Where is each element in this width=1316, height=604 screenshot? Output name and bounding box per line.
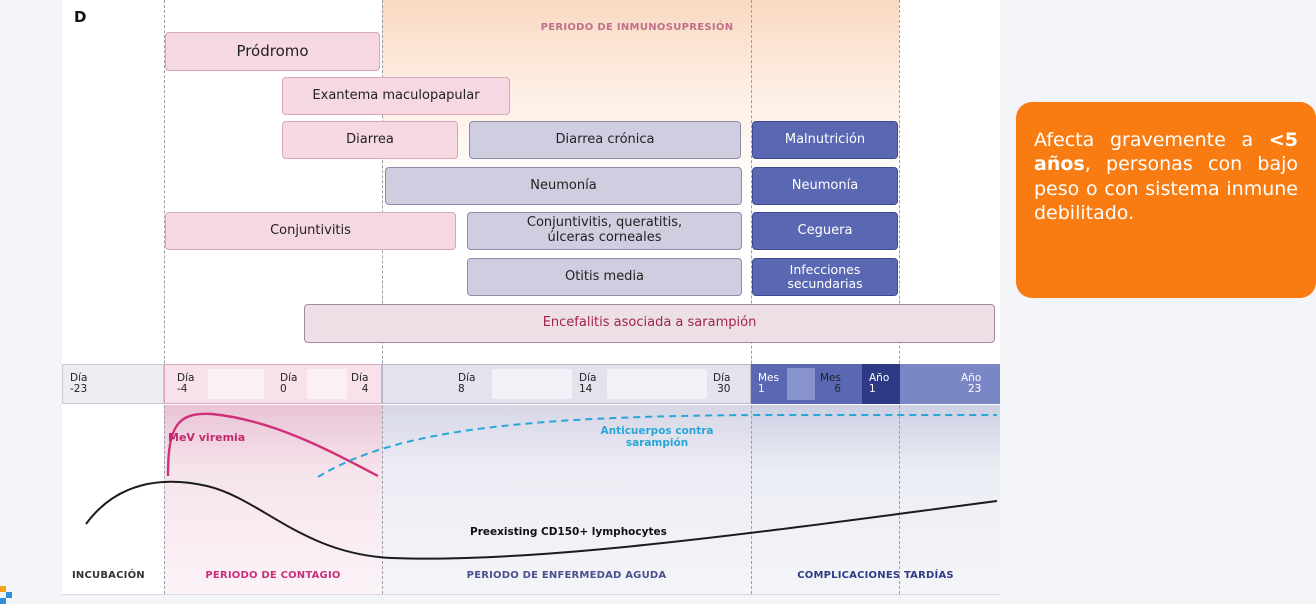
- timeline-seg-aguda-light: [492, 369, 572, 399]
- conjuntivitis-queratitis-line2: úlceras corneales: [547, 230, 662, 245]
- timeline-seg-contagio-light2: [307, 369, 347, 399]
- immunosuppression-title: PERIODO DE INMUNOSUPRESIÓN: [540, 22, 734, 33]
- contagion-band: [164, 405, 382, 594]
- timeline-seg-year23: [900, 364, 1000, 404]
- infecciones-box: Infecciones secundarias: [752, 258, 898, 296]
- lymphocyte-curve: [85, 480, 998, 560]
- lymphocytes-label: Preexisting CD150+ lymphocytes: [470, 526, 667, 538]
- infecciones-line1: Infecciones: [789, 261, 861, 277]
- corner-logo-icon: [0, 586, 12, 604]
- callout-text-post: , personas con bajo peso o con sistema i…: [1034, 153, 1298, 224]
- phase-aguda: PERIODO DE ENFERMEDAD AGUDA: [466, 570, 667, 581]
- viremia-curve: [166, 412, 379, 478]
- timeline-seg-incubacion: [62, 364, 164, 404]
- timeline-seg-tardias-light: [787, 368, 815, 400]
- anticuerpos-label-line2: sarampión: [625, 437, 689, 450]
- neumonia-box: Neumonía: [385, 167, 742, 205]
- conjuntivitis-queratitis-line1: Conjuntivitis, queratitis,: [526, 215, 683, 231]
- anticuerpos-curve: [317, 414, 997, 478]
- divider-month1: [751, 0, 752, 594]
- phase-tardias: COMPLICACIONES TARDÍAS: [797, 570, 954, 581]
- divider-day4: [382, 0, 383, 594]
- late-band: [751, 405, 1000, 594]
- divider-immuno-end: [899, 0, 900, 594]
- timeline-seg-contagio-light: [208, 369, 264, 399]
- conjuntivitis-queratitis-box: Conjuntivitis, queratitis, úlceras corne…: [467, 212, 742, 250]
- tick-day-minus4: Día-4: [177, 372, 195, 396]
- measles-timeline-figure: D PERIODO DE INMUNOSUPRESIÓN Pródromo Ex…: [62, 0, 1000, 595]
- panel-letter: D: [74, 8, 87, 26]
- diarrea-cronica-box: Diarrea crónica: [469, 121, 741, 159]
- encefalitis-box: Encefalitis asociada a sarampión: [304, 304, 995, 343]
- prodromo-box: Pródromo: [165, 32, 380, 71]
- callout-text-bold: <5 años: [1034, 129, 1298, 176]
- exantema-box: Exantema maculopapular: [282, 77, 510, 115]
- phase-incubacion: INCUBACIÓN: [72, 570, 145, 581]
- infecciones-line2: secundarias: [787, 276, 863, 291]
- otitis-box: Otitis media: [467, 258, 742, 296]
- anticuerpos-label: Anticuerpos contra sarampión: [582, 425, 732, 449]
- phase-contagio: PERIODO DE CONTAGIO: [205, 570, 341, 581]
- divider-day-minus4: [164, 0, 165, 594]
- timeline-seg-year1: [862, 364, 900, 404]
- diarrea-box: Diarrea: [282, 121, 458, 159]
- viremia-label: MeV viremia: [168, 431, 246, 444]
- anticuerpos-label-line1: Anticuerpos contra: [600, 425, 714, 437]
- risk-callout: Afecta gravemente a <5 años, personas co…: [1016, 102, 1316, 298]
- callout-text-pre: Afecta gravemente a: [1034, 129, 1269, 151]
- neumonia-late-box: Neumonía: [752, 167, 898, 205]
- curves-plot: [85, 412, 998, 560]
- acute-band: [382, 405, 751, 594]
- tick-day-minus23: Día-23: [70, 372, 88, 396]
- conjuntivitis-box: Conjuntivitis: [165, 212, 456, 250]
- timeline-seg-aguda-light2: [607, 369, 707, 399]
- malnutricion-box: Malnutrición: [752, 121, 898, 159]
- ceguera-box: Ceguera: [752, 212, 898, 250]
